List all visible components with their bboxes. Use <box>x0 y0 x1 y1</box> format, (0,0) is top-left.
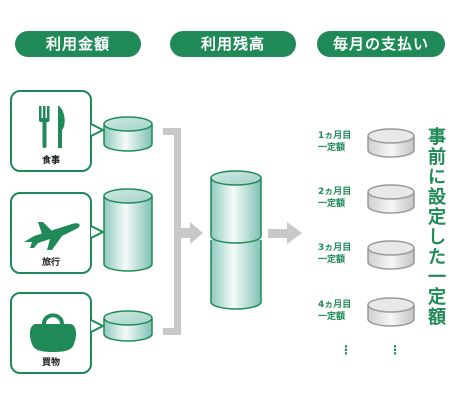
payment-month-4: 4ヵ月目 一定額 <box>318 299 351 323</box>
callout-pointers <box>90 123 106 333</box>
amount-label: 一定額 <box>318 143 346 153</box>
cylinder-balance <box>210 170 262 310</box>
payment-disc-4 <box>367 297 415 327</box>
payment-disc-3 <box>367 240 415 270</box>
category-travel: 旅行 <box>10 192 92 274</box>
payment-disc-1 <box>367 128 415 158</box>
payment-month-3: 3ヵ月目 一定額 <box>318 242 351 266</box>
month-label: 4ヵ月目 <box>318 300 352 310</box>
month-label: 3ヵ月目 <box>318 243 352 253</box>
handbag-icon <box>29 313 77 352</box>
amount-label: 一定額 <box>318 199 346 209</box>
ellipsis-left: ⋮ <box>340 343 352 357</box>
payment-month-2: 2ヵ月目 一定額 <box>318 186 351 210</box>
category-label-travel: 旅行 <box>41 258 60 268</box>
month-label: 2ヵ月目 <box>318 187 352 197</box>
payment-disc-2 <box>367 184 415 214</box>
merge-bracket <box>163 128 203 335</box>
category-label-meal: 食事 <box>41 156 60 166</box>
payment-month-1: 1ヵ月目 一定額 <box>318 130 351 154</box>
amount-label: 一定額 <box>318 255 346 265</box>
fork-knife-icon <box>39 106 65 148</box>
payment-arrow <box>268 222 302 244</box>
ellipsis-right: ⋮ <box>389 343 401 357</box>
fixed-amount-vertical-label: 事前に設定した一定額 <box>428 127 446 328</box>
usage-amount-header: 利用金額 <box>15 31 141 57</box>
callout-pointer-shopping <box>90 319 106 333</box>
cylinder-meal <box>103 116 153 152</box>
callout-pointer-travel <box>90 225 106 239</box>
category-shopping: 買物 <box>10 292 92 374</box>
remaining-balance-header: 利用残高 <box>170 31 296 57</box>
cylinder-travel <box>103 188 153 272</box>
amount-label: 一定額 <box>318 312 346 322</box>
airplane-icon <box>24 222 80 250</box>
month-label: 1ヵ月目 <box>318 131 352 141</box>
callout-pointer-meal <box>90 123 106 137</box>
cylinder-shopping <box>103 310 153 342</box>
category-label-shopping: 買物 <box>41 358 60 368</box>
monthly-payment-header: 毎月の支払い <box>317 31 445 57</box>
